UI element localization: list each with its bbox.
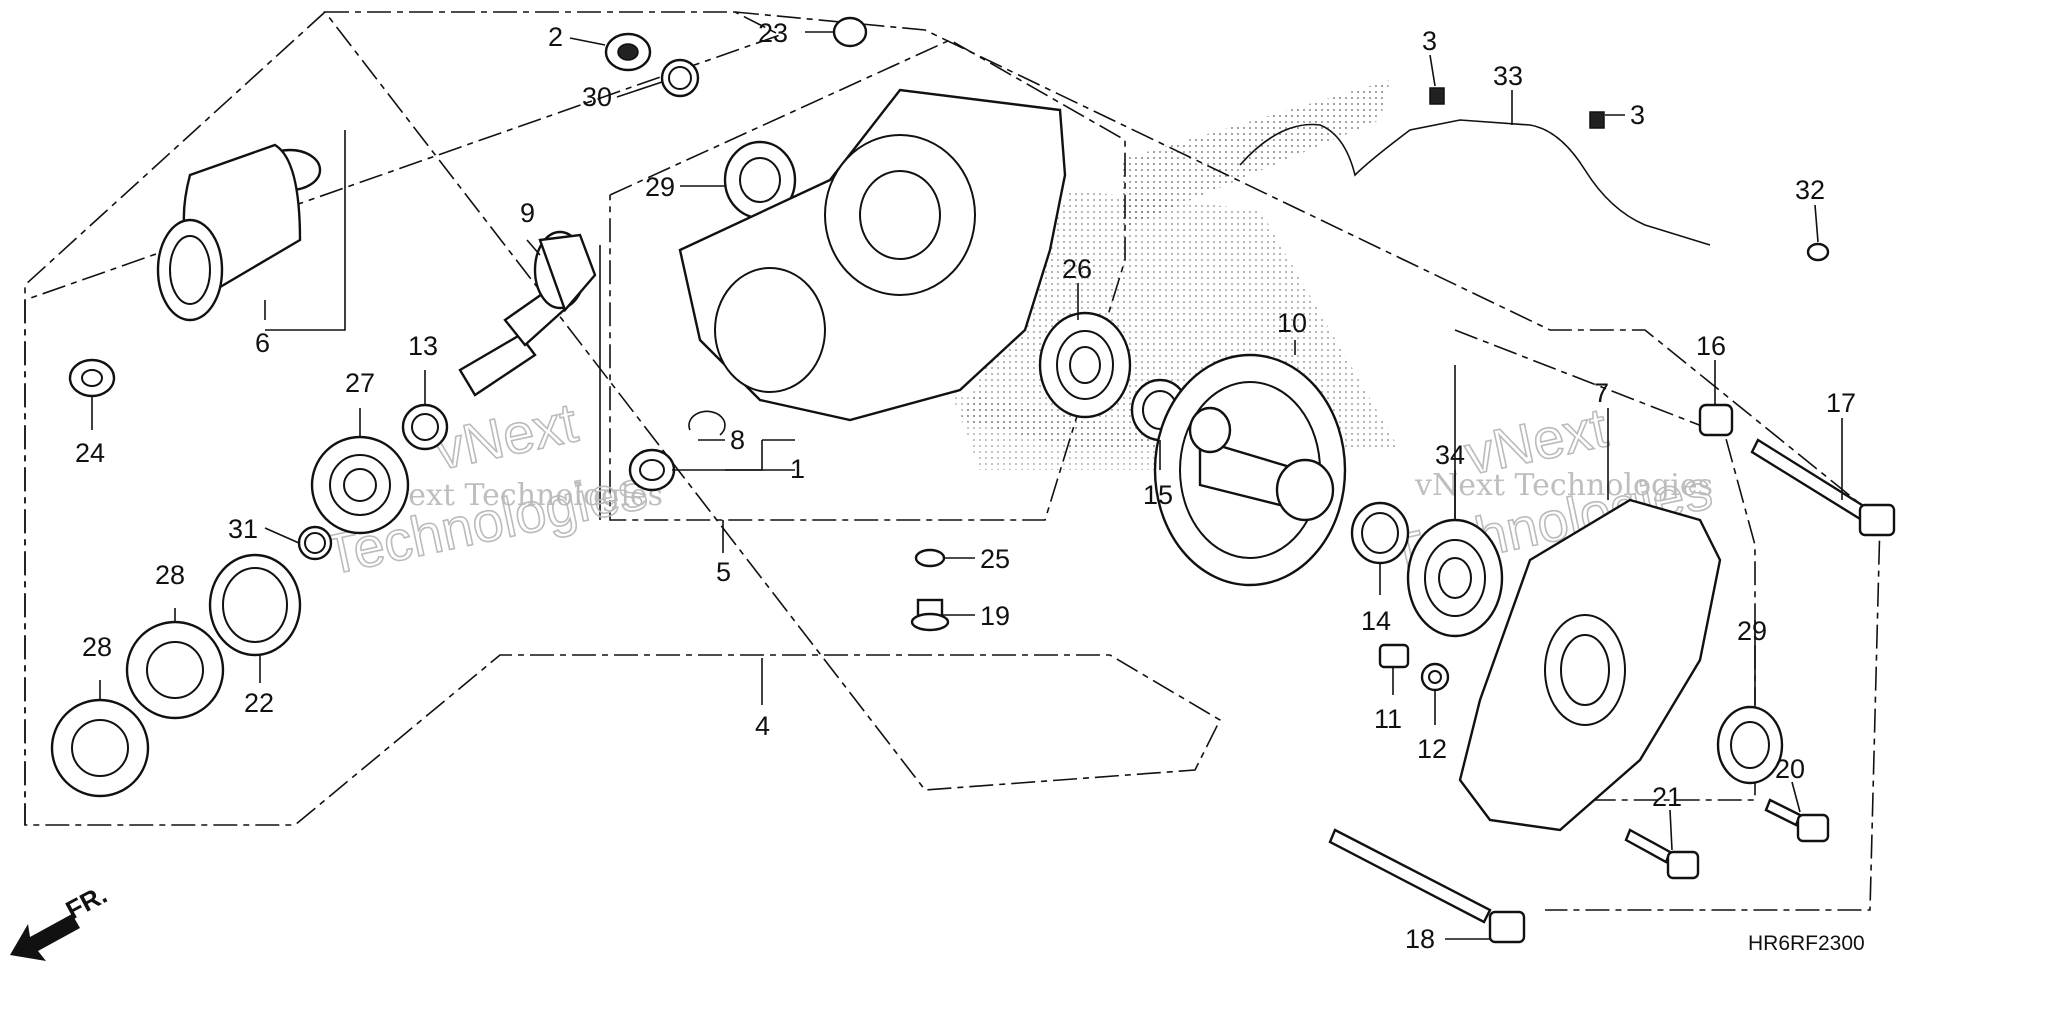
callout-16: 16 [1696,331,1726,361]
front-direction-indicator: FR. [10,879,112,961]
boundary-group-5 [609,39,1126,521]
callout-28-lower: 28 [82,632,112,662]
callout-23: 23 [758,18,788,48]
part-21-flange-bolt[interactable] [1624,828,1700,880]
part-19-drain-bolt[interactable] [910,598,950,632]
part-12-washer[interactable] [1420,662,1450,692]
part-11-bolt[interactable] [1378,643,1410,669]
part-26-bearing[interactable] [1038,311,1132,419]
part-28-shim-lower[interactable] [50,698,150,798]
watermark-text-left: vNext Technologies [364,478,663,513]
callout-1: 1 [790,454,805,484]
part-13-seal[interactable] [401,403,449,451]
callout-4: 4 [755,711,770,741]
part-29-seal-upper[interactable] [723,140,797,220]
part-16-collar[interactable] [1698,403,1734,437]
part-33-breather-hose[interactable] [1239,119,1711,246]
part-22-lock-nut[interactable] [208,553,302,657]
part-25-washer[interactable] [914,548,946,568]
callout-32: 32 [1795,175,1825,205]
part-23-bolt[interactable] [832,16,868,48]
part-1-spring[interactable] [628,448,676,492]
callout-5: 5 [716,557,731,587]
part-3-clip-right[interactable] [1589,111,1605,129]
callout-17: 17 [1826,388,1856,418]
callout-15: 15 [1143,480,1173,510]
callout-34: 34 [1435,440,1465,470]
watermark-text-right: vNext Technologies [1414,468,1713,503]
boundary-left [24,11,326,825]
callout-33: 33 [1493,61,1523,91]
callout-25: 25 [980,544,1010,574]
part-27-bearing[interactable] [310,435,410,535]
part-20-flange-bolt[interactable] [1764,798,1830,843]
part-24-nut[interactable] [68,358,116,398]
callout-20: 20 [1775,754,1805,784]
part-28-shim-upper[interactable] [125,620,225,720]
front-arrow-icon [10,914,80,961]
callout-18: 18 [1405,924,1435,954]
callout-21: 21 [1652,782,1682,812]
callout-26: 26 [1062,254,1092,284]
boundary-group-6 [265,130,346,331]
callout-11: 11 [1374,704,1402,734]
part-31-o-ring[interactable] [297,525,333,561]
watermark-outline-left-1: vNext [429,390,583,481]
callout-6: 6 [255,328,270,358]
callout-30: 30 [582,82,612,112]
callout-19: 19 [980,601,1010,631]
part-7-gear-case-cover[interactable] [1458,498,1722,832]
part-29-seal-lower[interactable] [1716,705,1784,785]
callout-12: 12 [1417,734,1447,764]
callout-24: 24 [75,438,105,468]
callout-13: 13 [408,331,438,361]
callout-2: 2 [548,22,563,52]
callout-7: 7 [1594,378,1609,408]
part-17-bolt[interactable] [1750,438,1896,537]
callout-9: 9 [520,198,535,228]
callout-14: 14 [1361,606,1391,636]
diagram-code: HR6RF2300 [1748,932,1865,955]
leader-lines [91,31,1843,940]
group-boundaries [24,11,1881,911]
callout-28-upper: 28 [155,560,185,590]
part-14-shim[interactable] [1350,501,1410,565]
boundary-upper-case [734,11,1881,911]
callout-31: 31 [228,514,258,544]
part-9-pinion-gear[interactable] [458,230,597,397]
callout-3-right: 3 [1630,100,1645,130]
callout-labels: 2 30 23 29 9 6 13 27 24 31 28 28 22 8 1 … [75,18,1856,954]
part-8-circlip[interactable] [688,410,726,436]
part-6-pinion-housing[interactable] [156,143,322,322]
callout-29-lower: 29 [1737,616,1767,646]
part-34-bearing[interactable] [1406,518,1504,638]
boundary-group-4 [24,11,1222,826]
callout-8: 8 [730,425,745,455]
part-3-clip-left[interactable] [1429,87,1445,105]
part-10-ring-gear[interactable] [1153,353,1347,587]
part-30-o-ring[interactable] [660,58,700,98]
callout-29-upper: 29 [645,172,675,202]
part-32-hose-clamp[interactable] [1806,242,1830,262]
callout-10: 10 [1277,308,1307,338]
callout-27: 27 [345,368,375,398]
part-4-final-gear-case[interactable] [678,88,1067,422]
callout-3-left: 3 [1422,26,1437,56]
callout-22: 22 [244,688,274,718]
part-2-breather-cap[interactable] [604,32,652,72]
part-18-bolt[interactable] [1328,828,1526,944]
